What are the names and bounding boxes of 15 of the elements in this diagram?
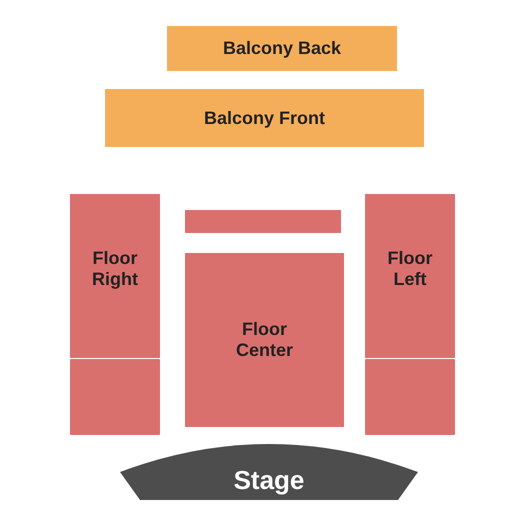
section-label: Stage <box>234 465 304 495</box>
floor-section <box>185 253 344 427</box>
floor-section <box>365 194 455 358</box>
stage <box>120 444 418 500</box>
floor-section <box>185 210 341 233</box>
section-label: Floor Center <box>234 319 294 361</box>
floor-section <box>365 359 455 435</box>
balcony-section <box>167 26 397 71</box>
section-label: Balcony Front <box>204 108 325 128</box>
section-label: Floor Right <box>91 248 139 290</box>
floor-section <box>70 194 160 358</box>
section-label: Balcony Back <box>222 38 342 59</box>
floor-section <box>70 359 160 435</box>
section-label: Floor Left <box>386 248 434 290</box>
balcony-section <box>105 89 424 147</box>
